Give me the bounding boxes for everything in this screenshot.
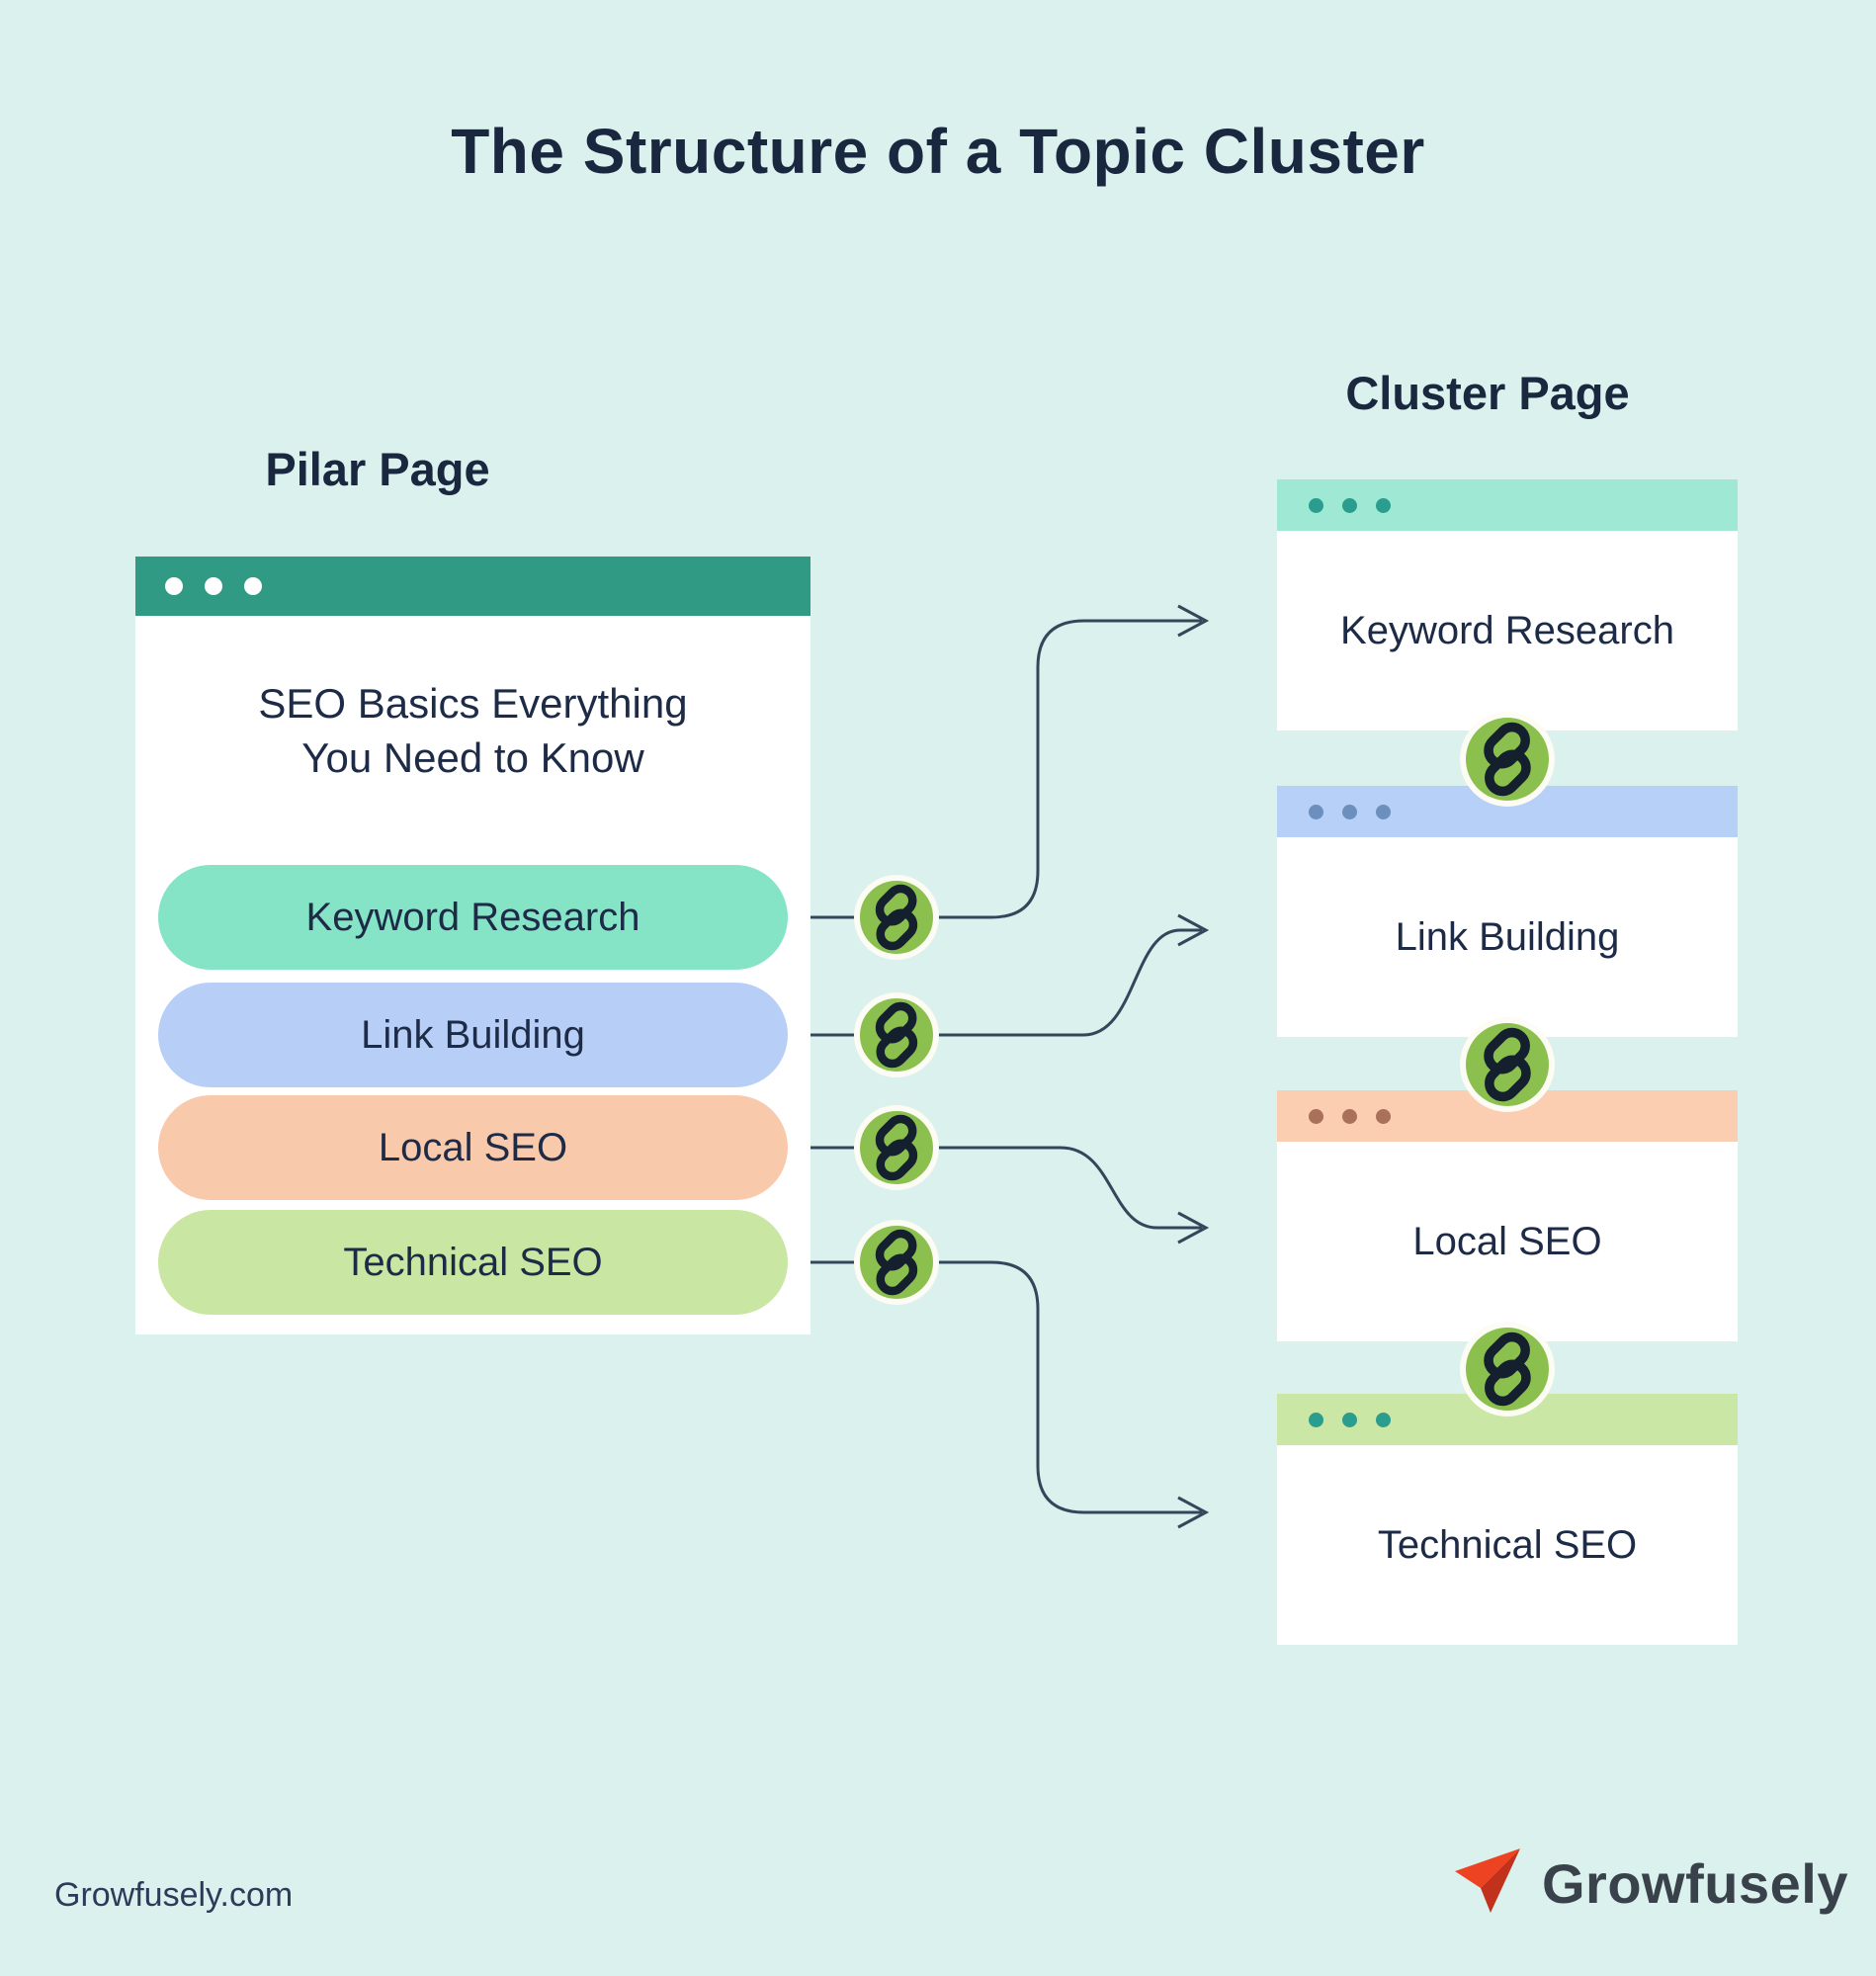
pillar-topic-keyword-research: Keyword Research <box>158 865 788 970</box>
cluster-window-link-building: Link Building <box>1277 786 1738 1037</box>
pillar-window-titlebar <box>135 557 810 616</box>
link-badge <box>854 875 939 960</box>
link-badge <box>854 1105 939 1190</box>
cluster-page-label: Keyword Research <box>1277 531 1738 730</box>
window-dot-icon <box>1342 1412 1357 1427</box>
link-badge <box>854 1220 939 1305</box>
window-dot-icon <box>1376 497 1391 513</box>
cluster-page-label: Technical SEO <box>1277 1445 1738 1645</box>
pillar-topic-link-building: Link Building <box>158 983 788 1087</box>
cluster-page-heading: Cluster Page <box>1345 367 1630 419</box>
cluster-window-titlebar <box>1277 786 1738 837</box>
pillar-topic-label: Keyword Research <box>305 895 640 939</box>
pillar-topic-label: Technical SEO <box>343 1240 603 1284</box>
chain-link-icon <box>863 884 930 951</box>
pillar-topic-technical-seo: Technical SEO <box>158 1210 788 1315</box>
connector-keyword-research <box>810 619 1202 919</box>
window-dot-icon <box>205 577 222 595</box>
cluster-window-technical-seo: Technical SEO <box>1277 1394 1738 1645</box>
window-dot-icon <box>1342 1108 1357 1124</box>
pillar-browser-window: SEO Basics Everything You Need to Know K… <box>135 557 810 1334</box>
arrowhead-icon <box>1177 604 1210 638</box>
arrowhead-icon <box>1177 1496 1210 1529</box>
window-dot-icon <box>1309 804 1323 819</box>
window-dot-icon <box>1309 1108 1323 1124</box>
pillar-topic-label: Local SEO <box>378 1125 568 1169</box>
chain-link-icon <box>863 1229 930 1296</box>
site-url: Growfusely.com <box>54 1876 294 1914</box>
window-dot-icon <box>1376 1412 1391 1427</box>
chain-link-icon <box>863 1114 930 1181</box>
window-dot-icon <box>165 577 183 595</box>
arrowhead-icon <box>1177 1211 1210 1245</box>
cluster-page-label: Local SEO <box>1277 1142 1738 1341</box>
paper-plane-icon <box>1455 1848 1520 1913</box>
cluster-window-local-seo: Local SEO <box>1277 1090 1738 1341</box>
brand-name: Growfusely <box>1542 1851 1848 1915</box>
brand-logo: Growfusely <box>1451 1845 1848 1922</box>
pillar-article-title: SEO Basics Everything You Need to Know <box>258 680 688 781</box>
cluster-page-label: Link Building <box>1277 837 1738 1037</box>
pillar-page-heading: Pilar Page <box>265 443 490 495</box>
page-title: The Structure of a Topic Cluster <box>451 116 1425 187</box>
arrowhead-icon <box>1177 913 1210 947</box>
window-dot-icon <box>244 577 262 595</box>
pillar-topic-label: Link Building <box>361 1012 585 1057</box>
window-dot-icon <box>1309 1412 1323 1427</box>
window-dot-icon <box>1342 804 1357 819</box>
cluster-window-titlebar <box>1277 1090 1738 1142</box>
window-dot-icon <box>1376 804 1391 819</box>
chain-link-icon <box>863 1001 930 1069</box>
connector-link-building <box>810 928 1202 1037</box>
window-dot-icon <box>1309 497 1323 513</box>
connector-local-seo <box>810 1146 1202 1230</box>
pillar-topic-local-seo: Local SEO <box>158 1095 788 1200</box>
cluster-window-keyword-research: Keyword Research <box>1277 479 1738 730</box>
window-dot-icon <box>1342 497 1357 513</box>
cluster-window-titlebar <box>1277 479 1738 531</box>
connector-technical-seo <box>810 1260 1202 1514</box>
window-dot-icon <box>1376 1108 1391 1124</box>
link-badge <box>854 992 939 1077</box>
cluster-window-titlebar <box>1277 1394 1738 1445</box>
